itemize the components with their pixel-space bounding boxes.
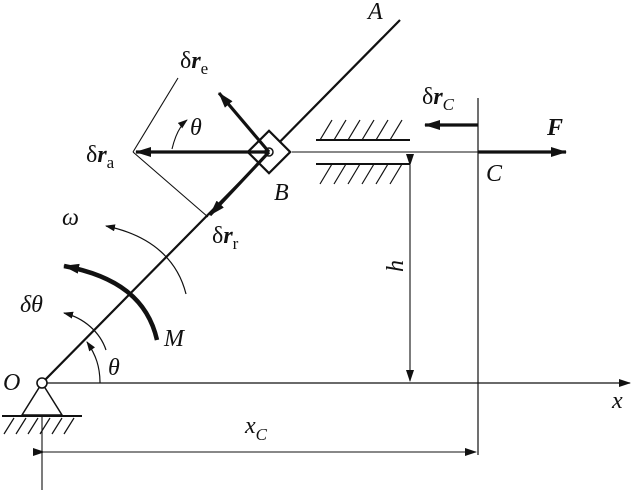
delta-theta-arc: [63, 311, 107, 351]
pivot-support-O: [2, 377, 82, 435]
label-A: A: [366, 0, 383, 25]
label-x: x: [611, 388, 623, 414]
label-delta-re: δre: [180, 48, 208, 78]
label-delta-theta: δθ: [20, 292, 43, 318]
vector-delta-re: [217, 91, 271, 154]
label-theta-O: θ: [108, 355, 120, 381]
moment-M-arc: [63, 263, 160, 341]
label-C: C: [486, 161, 503, 187]
label-omega: ω: [62, 205, 79, 231]
label-theta-B: θ: [190, 115, 202, 141]
label-B: B: [274, 180, 289, 206]
label-F: F: [546, 115, 563, 141]
vector-delta-rr: [208, 150, 271, 217]
label-O: O: [3, 370, 20, 396]
label-delta-rC: δrC: [422, 84, 455, 114]
angle-theta-arc-B: [171, 119, 188, 150]
label-delta-ra: δra: [86, 142, 115, 172]
slider-guide: [316, 119, 410, 185]
omega-arc: [105, 224, 187, 295]
label-h: h: [383, 260, 409, 272]
label-delta-rr: δrr: [212, 223, 239, 253]
label-xC: xC: [244, 413, 268, 444]
virtual-displacement-vectors: [132, 77, 271, 218]
label-M: M: [163, 326, 186, 352]
theta-arc-O: [86, 341, 101, 384]
